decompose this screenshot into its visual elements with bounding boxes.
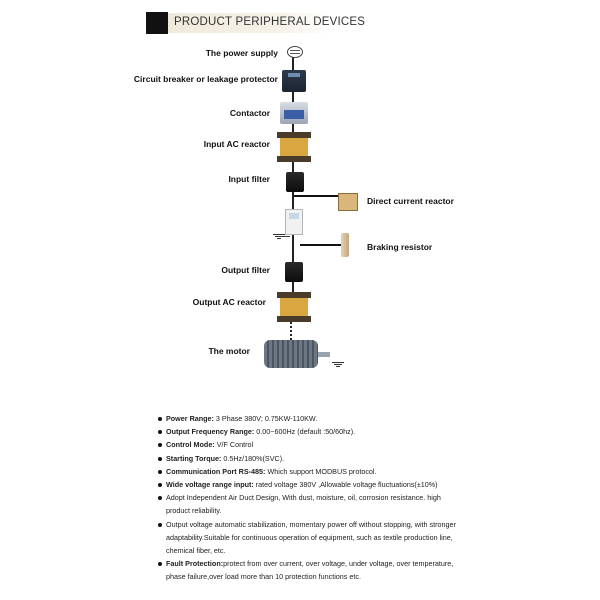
list-item: Starting Torque: 0.5Hz/180%(SVC). [158,452,458,465]
input-filter-label: Input filter [228,174,270,184]
breaker-label: Circuit breaker or leakage protector [133,74,278,84]
reactor-icon [338,193,358,211]
reactor-icon [277,132,311,162]
list-item: Communication Port RS-485: Which support… [158,465,458,478]
input-ac-reactor-label: Input AC reactor [203,139,270,149]
inverter-icon [285,209,303,235]
dc-reactor-label: Direct current reactor [367,196,454,206]
output-filter-label: Output filter [221,265,270,275]
list-item: Wide voltage range input: rated voltage … [158,478,458,491]
motor-body [264,340,318,368]
page-title: PRODUCT PERIPHERAL DEVICES [174,16,366,28]
motor-icon [264,340,330,368]
header-square [146,12,168,34]
list-item: Output voltage automatic stabilization, … [158,518,458,558]
spec-list: Power Range: 3 Phase 380V; 0.75KW-110KW.… [158,412,458,584]
wire-chain [290,318,298,340]
resistor-icon [341,233,349,257]
ground-wire [282,236,290,237]
wire-segment [292,192,294,209]
list-item: Adopt Independent Air Duct Design, With … [158,491,458,517]
contactor-icon [280,102,308,124]
filter-icon [286,172,304,192]
power-supply-label: The power supply [205,48,278,58]
list-item: Output Frequency Range: 0.00~600Hz (defa… [158,425,458,438]
list-item: Power Range: 3 Phase 380V; 0.75KW-110KW. [158,412,458,425]
brake-wire [300,244,341,246]
wire-segment [292,56,294,136]
list-item: Control Mode: V/F Control [158,438,458,451]
motor-label: The motor [208,346,250,356]
filter-icon [285,262,303,282]
list-item: Fault Protection:protect from over curre… [158,557,458,583]
dc-reactor-wire [294,195,338,197]
output-ac-reactor-label: Output AC reactor [192,297,266,307]
contactor-label: Contactor [229,108,270,118]
wire-segment [292,233,294,262]
motor-shaft [318,352,330,357]
plug-icon [287,46,303,58]
wire-segment [292,282,294,296]
wire-segment [292,158,294,172]
breaker-icon [282,70,306,92]
ground-icon [273,233,285,241]
ground-icon [332,361,344,369]
header-band [168,13,333,33]
braking-resistor-label: Braking resistor [367,242,433,252]
peripheral-diagram: The power supply Circuit breaker or leak… [133,46,454,369]
reactor-icon [277,292,311,322]
